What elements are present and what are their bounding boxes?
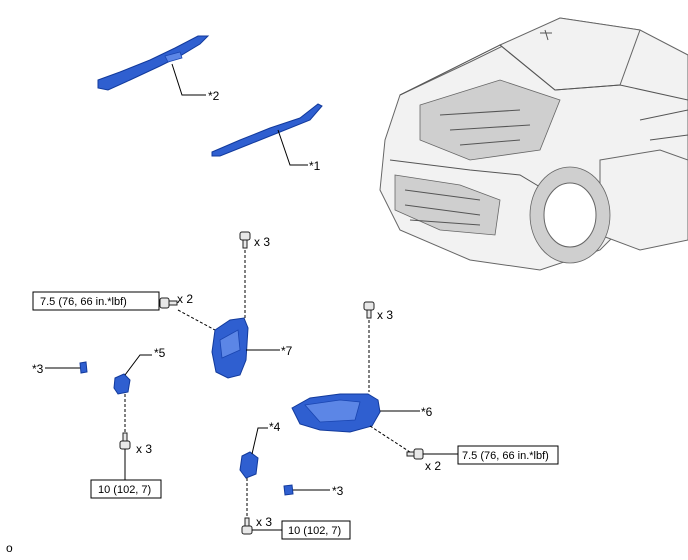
callout-5: *5 [154,346,166,360]
part-1-seal [211,103,323,157]
part-3-clip-right [283,484,294,496]
torque-box-left-side [32,291,160,311]
right-bottom-bolt [241,517,253,535]
left-top-bolt [239,231,251,249]
qty-left-top-bolt: x 3 [254,235,270,249]
leader-line-1 [277,129,308,166]
torque-left-side: 7.5 (76, 66 in.*lbf) [40,296,127,308]
qty-right-side-bolt: x 2 [425,459,441,473]
callout-2: *2 [208,89,220,103]
corner-mark: o [6,541,13,555]
leader-line-5 [124,354,152,376]
vehicle-front-illustration [379,17,688,271]
callout-3a: *3 [32,362,44,376]
torque-box-left-bottom [90,479,162,499]
part-7-headlight [211,317,249,379]
qty-left-bottom-bolt: x 3 [136,442,152,456]
torque-right-side: 7.5 (76, 66 in.*lbf) [462,450,549,462]
torque-box-right-bottom [281,520,351,540]
left-side-bolt-dashline [177,309,216,331]
qty-left-side-bolt: x 2 [177,292,193,306]
torque-right-bottom: 10 (102, 7) [288,525,341,537]
torque-box-right-side [457,445,559,465]
qty-right-top-bolt: x 3 [377,308,393,322]
left-bottom-bolt [119,432,131,450]
right-side-bolt-dashline [369,425,411,453]
qty-right-bottom-bolt: x 3 [256,515,272,529]
callout-1: *1 [309,159,321,173]
part-3-clip-left [79,361,88,374]
part-4-bracket [239,451,259,479]
part-2-cover [97,35,210,91]
right-top-bolt [363,301,375,319]
callout-3b: *3 [332,484,344,498]
callout-7: *7 [281,344,293,358]
torque-left-bottom: 10 (102, 7) [98,484,151,496]
part-6-headlight [291,393,381,433]
callout-4: *4 [269,420,281,434]
left-side-bolt [159,297,178,309]
leader-line-2 [171,63,206,96]
leader-line-4 [251,427,268,455]
right-side-bolt [406,448,424,460]
part-5-bracket [113,373,131,395]
callout-6: *6 [421,405,433,419]
